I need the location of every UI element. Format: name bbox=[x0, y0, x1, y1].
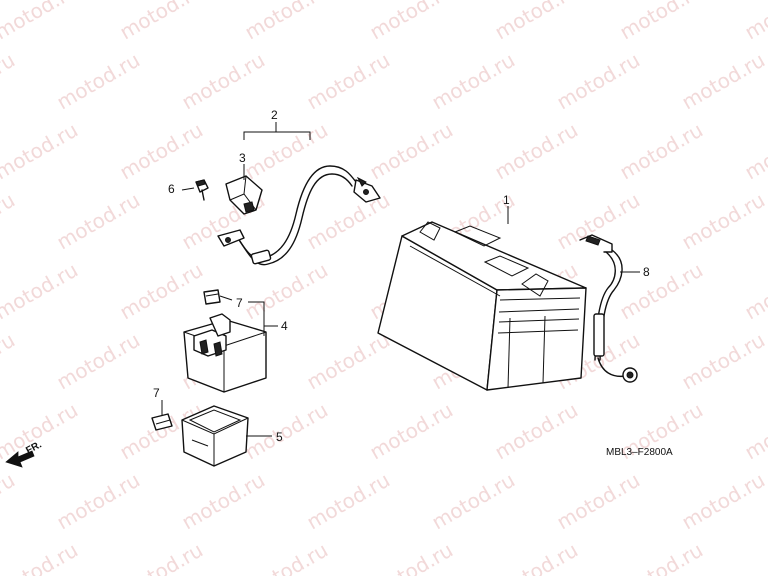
watermark-text: motod.ru bbox=[0, 0, 82, 44]
watermark-text: motod.ru bbox=[116, 0, 207, 44]
watermark-text: motod.ru bbox=[116, 118, 207, 185]
callout-1: 1 bbox=[503, 193, 510, 207]
watermark-text: motod.ru bbox=[491, 0, 582, 44]
leader-lines bbox=[161, 122, 640, 437]
watermark-text: motod.ru bbox=[0, 398, 82, 465]
callout-5: 5 bbox=[276, 430, 283, 444]
watermark-text: motod.ru bbox=[553, 48, 644, 115]
callout-7-upper: 7 bbox=[236, 296, 243, 310]
watermark-text: motod.ru bbox=[616, 0, 707, 44]
watermark-text: motod.ru bbox=[0, 468, 19, 535]
watermark-text: motod.ru bbox=[178, 48, 269, 115]
watermark-text: motod.ru bbox=[303, 48, 394, 115]
watermark-text: motod.ru bbox=[741, 398, 768, 465]
fuse-illustration-upper bbox=[203, 289, 221, 305]
watermark-text: motod.ru bbox=[303, 468, 394, 535]
watermark-text: motod.ru bbox=[241, 538, 332, 576]
watermark-text: motod.ru bbox=[678, 188, 768, 255]
watermark-text: motod.ru bbox=[616, 118, 707, 185]
watermark-text: motod.ru bbox=[0, 328, 19, 395]
watermark-text: motod.ru bbox=[241, 0, 332, 44]
starter-relay-illustration bbox=[183, 313, 267, 393]
watermark-text: motod.ru bbox=[53, 328, 144, 395]
watermark-text: motod.ru bbox=[0, 118, 82, 185]
watermark-text: motod.ru bbox=[741, 538, 768, 576]
watermark-text: motod.ru bbox=[241, 398, 332, 465]
watermark-text: motod.ru bbox=[53, 468, 144, 535]
watermark-text: motod.ru bbox=[428, 48, 519, 115]
callout-8: 8 bbox=[643, 265, 650, 279]
watermark-text: motod.ru bbox=[366, 118, 457, 185]
watermark-text: motod.ru bbox=[616, 258, 707, 325]
watermark-text: motod.ru bbox=[116, 258, 207, 325]
watermark-text: motod.ru bbox=[366, 398, 457, 465]
callout-3: 3 bbox=[239, 151, 246, 165]
watermark-text: motod.ru bbox=[366, 538, 457, 576]
watermark-text: motod.ru bbox=[491, 118, 582, 185]
callout-labels: 1 2 3 4 5 6 7 7 8 bbox=[153, 108, 650, 444]
watermark-text: motod.ru bbox=[741, 118, 768, 185]
watermark-text: motod.ru bbox=[428, 468, 519, 535]
front-arrow-icon bbox=[5, 450, 35, 468]
callout-6: 6 bbox=[168, 182, 175, 196]
battery-illustration bbox=[377, 221, 587, 391]
watermark-text: motod.ru bbox=[491, 538, 582, 576]
terminal-cover-illustration bbox=[225, 175, 263, 215]
terminal-bolt-illustration bbox=[195, 179, 209, 201]
watermark-text: motod.ru bbox=[366, 0, 457, 44]
callout-7-lower: 7 bbox=[153, 386, 160, 400]
watermark-text: motod.ru bbox=[741, 258, 768, 325]
watermark-text: motod.ru bbox=[741, 0, 768, 44]
watermark-text: motod.ru bbox=[53, 188, 144, 255]
figure-code: MBL3–F2800A bbox=[606, 447, 673, 458]
watermark-text: motod.ru bbox=[241, 258, 332, 325]
watermark-text: motod.ru bbox=[0, 538, 82, 576]
relay-cover-illustration bbox=[181, 405, 249, 467]
watermark-text: motod.ru bbox=[0, 48, 19, 115]
watermark-text: motod.ru bbox=[678, 48, 768, 115]
watermark-text: motod.ru bbox=[53, 48, 144, 115]
callout-2: 2 bbox=[271, 108, 278, 122]
watermark-text: motod.ru bbox=[491, 398, 582, 465]
callout-4: 4 bbox=[281, 319, 288, 333]
negative-cable-illustration bbox=[217, 165, 381, 266]
watermark-text: motod.ru bbox=[616, 538, 707, 576]
watermark-text: motod.ru bbox=[0, 258, 82, 325]
watermark-text: motod.ru bbox=[553, 468, 644, 535]
watermark-text: motod.ru bbox=[0, 188, 19, 255]
positive-cable-illustration bbox=[579, 234, 638, 383]
watermark-text: motod.ru bbox=[241, 118, 332, 185]
watermark-text: motod.ru bbox=[303, 328, 394, 395]
watermark-text: motod.ru bbox=[178, 468, 269, 535]
watermark-text: motod.ru bbox=[678, 328, 768, 395]
fuse-illustration-lower bbox=[151, 413, 173, 431]
watermark-text: motod.ru bbox=[678, 468, 768, 535]
watermark-text: motod.ru bbox=[116, 538, 207, 576]
